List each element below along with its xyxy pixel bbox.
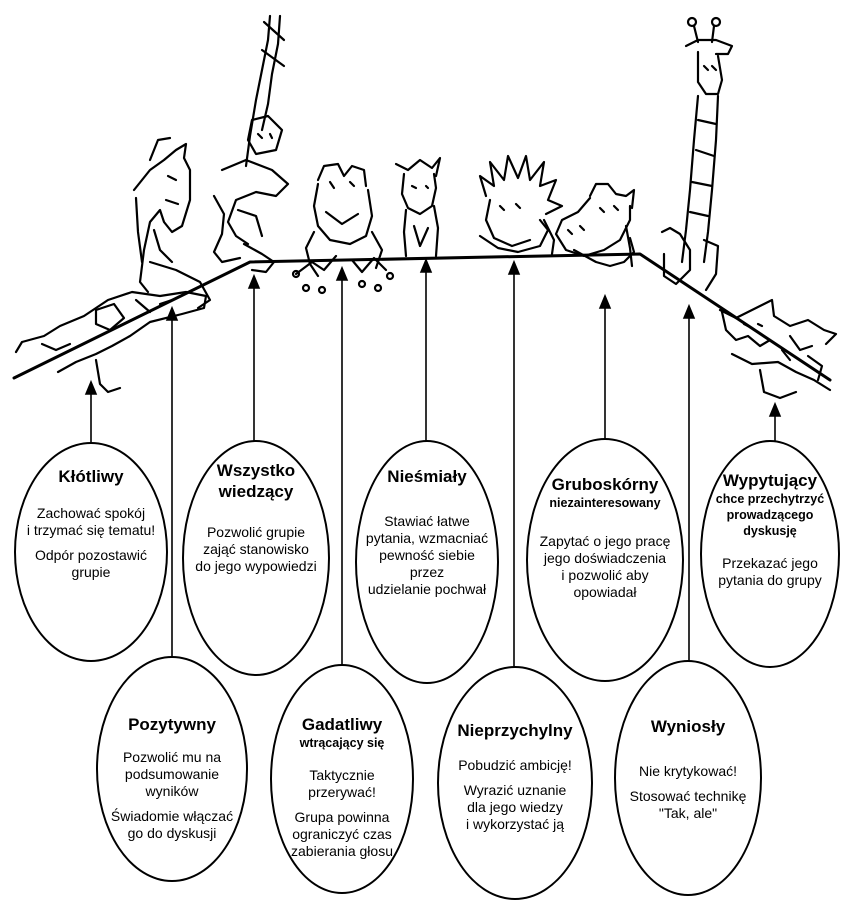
- oval-gadatliwy: [270, 664, 414, 894]
- card-wyniosly: Wyniosły Nie krytykować! Stosować techni…: [614, 716, 762, 822]
- card-wszystko-wiedzacy: Wszystko wiedzący Pozwolić grupie zająć …: [182, 460, 330, 575]
- card-advice: Pozwolić grupie zająć stanowisko do jego…: [195, 524, 317, 574]
- card-advice-extra: Świadomie włączać go do dyskusji: [110, 808, 234, 841]
- oval-gruboskorny: [526, 438, 684, 682]
- hedgehog-icon: [478, 154, 564, 256]
- giraffe-icon: [660, 16, 734, 292]
- card-subtitle: chce przechytrzyć prowadzącego dyskusję: [715, 492, 825, 538]
- card-title: Wyniosły: [650, 717, 726, 736]
- card-advice-extra: Wyrazić uznanie dla jego wiedzy i wykorz…: [463, 782, 567, 832]
- table-outline: [12, 252, 832, 382]
- horse-icon: [132, 136, 212, 310]
- deer-icon: [394, 156, 442, 258]
- card-subtitle: niezainteresowany: [549, 496, 661, 510]
- oval-wyniosly: [614, 660, 762, 896]
- connector-arrows: [84, 257, 782, 676]
- oval-niesmialy: [355, 440, 499, 684]
- card-wypytujacy: Wypytujący chce przechytrzyć prowadząceg…: [700, 470, 840, 589]
- card-advice: Nie krytykować!: [638, 763, 738, 779]
- card-title: Pozytywny: [128, 715, 216, 734]
- card-advice: Pobudzić ambicję!: [458, 757, 572, 773]
- card-advice: Przekazać jego pytania do grupy: [718, 555, 822, 588]
- card-subtitle: wtrącający się: [299, 736, 385, 750]
- card-advice: Zapytać o jego pracę jego doświadczenia …: [539, 533, 671, 600]
- oval-wszystko-wiedzacy: [182, 440, 330, 676]
- fox-icon: [718, 298, 838, 400]
- card-advice-extra: Odpór pozostawić grupie: [34, 547, 148, 580]
- card-advice-extra: Stosować technikę "Tak, ale": [629, 788, 747, 821]
- oval-pozytywny: [96, 656, 248, 882]
- hippo-icon: [554, 182, 636, 268]
- card-advice: Zachować spokój i trzymać się tematu!: [26, 505, 156, 538]
- card-title: Wypytujący: [722, 471, 818, 490]
- card-title: Nieśmiały: [387, 467, 467, 486]
- card-title: Kłótliwy: [58, 467, 124, 486]
- frog-icon: [291, 162, 395, 295]
- monkey-icon: [212, 14, 290, 274]
- card-niesmialy: Nieśmiały Stawiać łatwe pytania, wzmacni…: [355, 466, 499, 598]
- card-nieprzychylny: Nieprzychylny Pobudzić ambicję! Wyrazić …: [437, 720, 593, 833]
- card-advice-extra: Grupa powinna ograniczyć czas zabierania…: [291, 809, 393, 859]
- card-advice: Taktycznie przerywać!: [308, 767, 376, 800]
- oval-klotliwy: [14, 442, 168, 662]
- card-title: Gruboskórny: [551, 475, 659, 494]
- dog-icon: [14, 290, 208, 394]
- oval-nieprzychylny: [437, 666, 593, 900]
- card-title: Wszystko wiedzący: [216, 461, 296, 501]
- card-advice: Stawiać łatwe pytania, wzmacniać pewność…: [365, 513, 489, 597]
- card-advice: Pozwolić mu na podsumowanie wyników: [122, 749, 222, 799]
- card-pozytywny: Pozytywny Pozwolić mu na podsumowanie wy…: [96, 714, 248, 842]
- card-gruboskorny: Gruboskórny niezainteresowany Zapytać o …: [526, 474, 684, 601]
- oval-wypytujacy: [700, 440, 840, 668]
- card-gadatliwy: Gadatliwy wtrącający się Taktycznie prze…: [270, 714, 414, 860]
- card-klotliwy: Kłótliwy Zachować spokój i trzymać się t…: [14, 466, 168, 581]
- card-title: Gadatliwy: [301, 715, 383, 734]
- card-title: Nieprzychylny: [457, 721, 573, 740]
